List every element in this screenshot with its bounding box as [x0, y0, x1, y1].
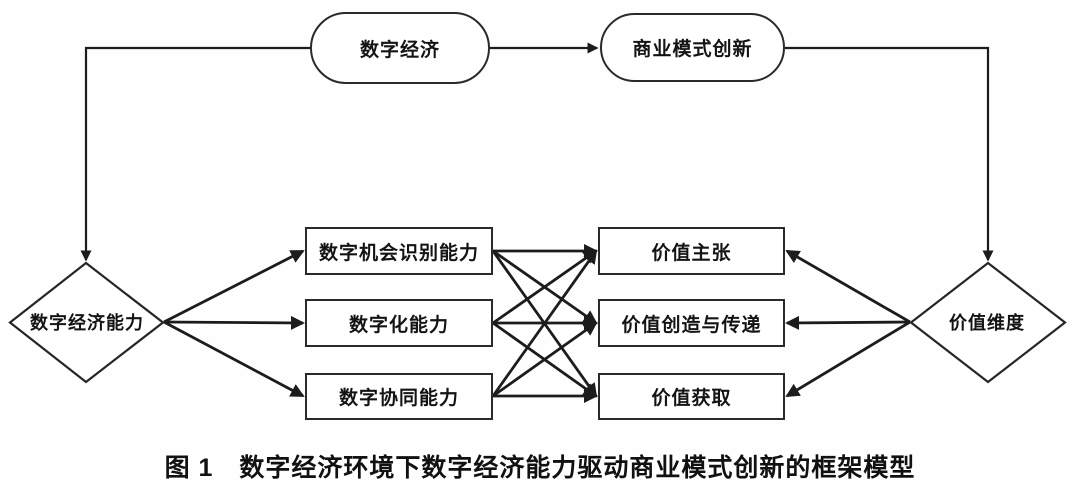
left-diamond-label: 数字经济能力	[30, 313, 144, 333]
arrow-diamond-to-val-2	[785, 322, 910, 396]
right-diamond-shape	[911, 263, 1065, 382]
arrow-cap2-to-val0	[493, 249, 596, 396]
node-business-model-innovation: 商业模式创新	[600, 13, 785, 82]
figure-caption: 图 1 数字经济环境下数字经济能力驱动商业模式创新的框架模型	[164, 454, 916, 482]
arrow-cap1-to-val0	[493, 251, 598, 323]
arrow-diamond-to-cap-0	[164, 251, 305, 322]
node-value-creation-and-delivery: 价值创造与传递	[598, 299, 785, 347]
arrow-bmi-to-value-diamond	[785, 48, 994, 262]
arrow-diamond-to-cap-1	[164, 315, 305, 330]
node-digitalization-capability: 数字化能力	[305, 299, 493, 347]
arrow-economy-to-capability-diamond	[80, 48, 310, 262]
node-value-proposition: 价值主张	[598, 227, 785, 275]
node-digital-opportunity-recognition-capability: 数字机会识别能力	[305, 227, 493, 275]
node-digital-collaboration-capability: 数字协同能力	[305, 373, 493, 420]
left-diamond-shape	[10, 263, 163, 382]
arrow-diamond-to-val-1	[785, 315, 910, 330]
arrow-diamond-to-val-0	[785, 251, 910, 322]
node-value-capture: 价值获取	[598, 373, 785, 420]
arrow-cap2-to-val1	[493, 323, 598, 396]
node-digital-economy: 数字经济	[310, 12, 490, 84]
right-diamond-label: 价值维度	[949, 313, 1025, 333]
arrow-diamond-to-cap-2	[164, 322, 305, 396]
